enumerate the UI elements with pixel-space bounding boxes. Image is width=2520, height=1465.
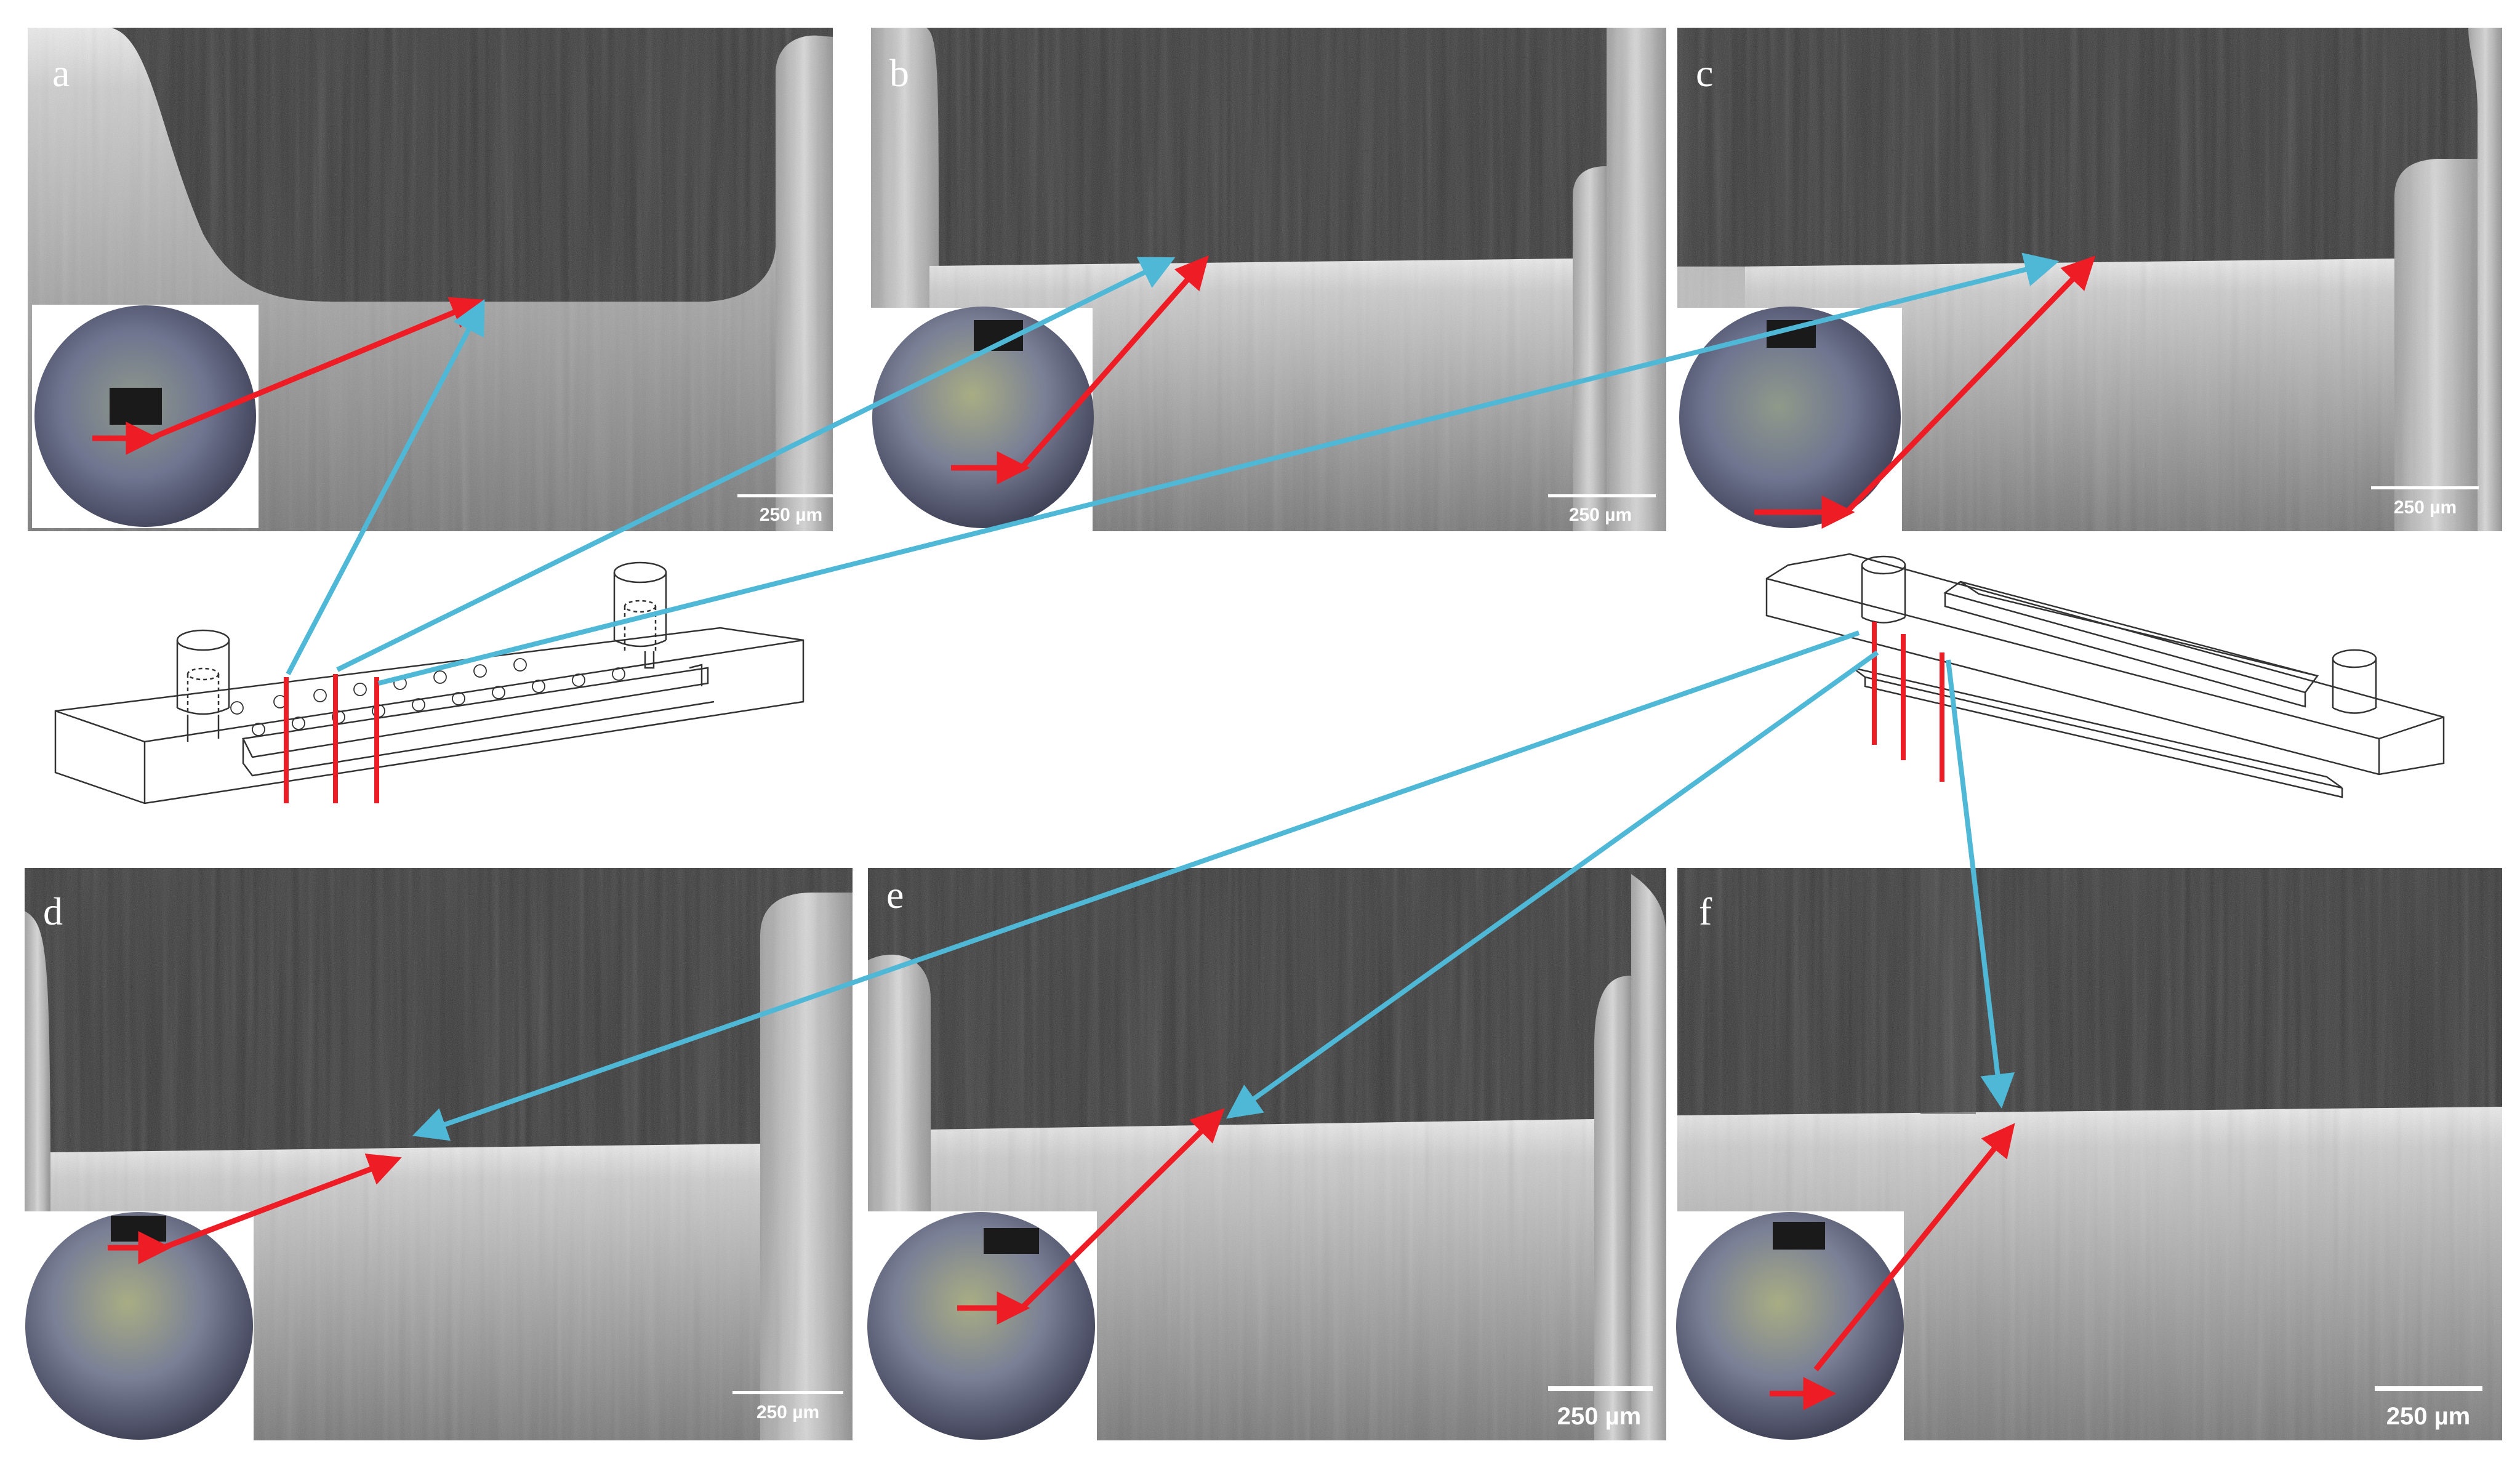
scale-bar-label: 250 µm <box>756 1402 819 1423</box>
section-markers-left <box>284 674 379 803</box>
scale-bar-label: 250 µm <box>2386 1403 2470 1430</box>
scale-bar-label: 250 µm <box>1569 505 1632 525</box>
panel-letter: a <box>52 51 70 95</box>
panel-letter: f <box>1699 889 1712 933</box>
scale-bar-label: 250 µm <box>760 505 822 525</box>
panel-letter: b <box>889 51 909 95</box>
panel-e: e 250 µm <box>867 868 1666 1440</box>
panel-letter: e <box>886 873 904 917</box>
scale-bar-label: 250 µm <box>1557 1403 1641 1430</box>
panel-b: b 250 µm <box>871 28 1666 531</box>
panel-a: a 250 µm <box>28 28 845 532</box>
panel-letter: d <box>43 889 63 933</box>
panel-c: c 250 µm <box>1677 28 2502 531</box>
microfluidic-chip-with-membrane-icon <box>1765 553 2445 798</box>
panel-f: f 250 µm <box>1676 868 2502 1440</box>
scale-bar-label: 250 µm <box>2394 497 2457 518</box>
panel-letter: c <box>1696 51 1713 95</box>
microfluidic-chip-with-posts-icon <box>54 561 805 805</box>
panel-d: d 250 µm <box>25 868 853 1440</box>
connector-arrows <box>286 252 2060 1141</box>
section-markers-right <box>1872 622 1944 782</box>
